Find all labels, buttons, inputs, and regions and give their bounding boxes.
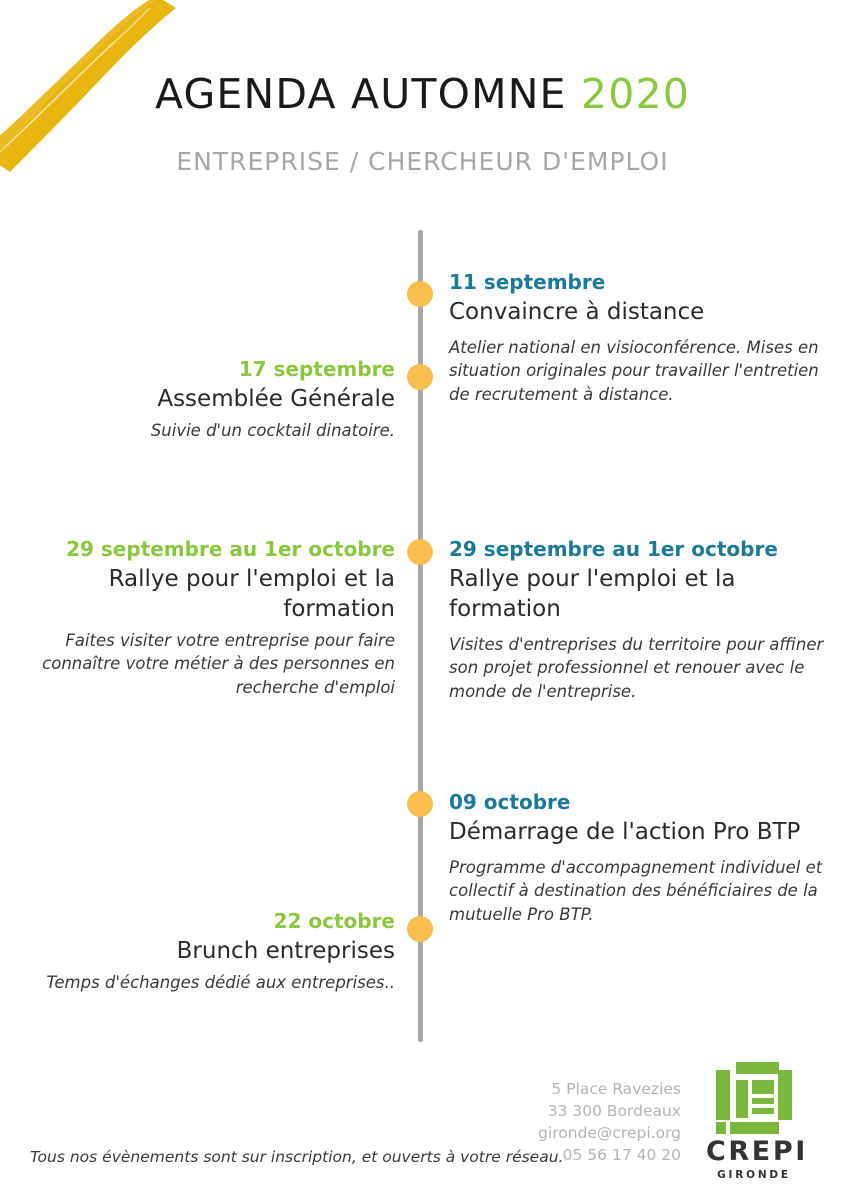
event-title: Assemblée Générale: [157, 386, 395, 412]
event-description: Atelier national en visioconférence. Mis…: [449, 337, 819, 404]
event-description: Temps d'échanges dédié aux entreprises..: [46, 972, 395, 992]
event-description: Programme d'accompagnement individuel et…: [449, 857, 823, 924]
event-description: Visites d'entreprises du territoire pour…: [449, 634, 824, 701]
event-title: Brunch entreprises: [176, 938, 395, 964]
event-description: Suivie d'un cocktail dinatoire.: [150, 420, 395, 440]
poster-header: AGENDA AUTOMNE 2020 ENTREPRISE / CHERCHE…: [0, 70, 845, 177]
timeline-dot: [407, 364, 433, 390]
timeline-spine: [418, 230, 423, 1042]
footer-note: Tous nos évènements sont sur inscription…: [30, 1148, 564, 1166]
timeline-dot: [407, 539, 433, 565]
event-date: 29 septembre au 1er octobre: [449, 537, 778, 561]
event-title: Rallye pour l'emploi et la formation: [108, 566, 395, 622]
page-title: AGENDA AUTOMNE 2020: [0, 70, 845, 118]
event-date: 17 septembre: [238, 357, 395, 381]
title-main-text: AGENDA AUTOMNE: [154, 70, 567, 118]
address-email[interactable]: gironde@crepi.org: [538, 1124, 681, 1142]
event-title: Démarrage de l'action Pro BTP: [449, 819, 801, 845]
event-title: Rallye pour l'emploi et la formation: [449, 566, 736, 622]
page-subtitle: ENTREPRISE / CHERCHEUR D'EMPLOI: [176, 147, 669, 177]
timeline-event: 29 septembre au 1er octobre Rallye pour …: [449, 537, 827, 703]
logo-subtext: GIRONDE: [717, 1169, 791, 1181]
timeline-event: 22 octobre Brunch entreprises Temps d'éc…: [18, 909, 395, 994]
address-street: 5 Place Ravezies: [551, 1080, 681, 1098]
address-city: 33 300 Bordeaux: [547, 1102, 681, 1120]
title-year-text: 2020: [580, 70, 691, 118]
timeline-event: 17 septembre Assemblée Générale Suivie d…: [18, 357, 395, 442]
crepi-gironde-logo: CREPI GIRONDE: [706, 1062, 808, 1181]
logo-wordmark: CREPI: [706, 1136, 808, 1167]
timeline-dot: [407, 791, 433, 817]
timeline-dot: [407, 916, 433, 942]
event-title: Convaincre à distance: [449, 299, 705, 325]
contact-address-block: 5 Place Ravezies 33 300 Bordeaux gironde…: [498, 1078, 681, 1166]
timeline-event: 09 octobre Démarrage de l'action Pro BTP…: [449, 790, 827, 926]
event-date: 22 octobre: [273, 909, 395, 933]
event-date: 29 septembre au 1er octobre: [66, 537, 395, 561]
event-date: 09 octobre: [449, 790, 571, 814]
timeline-event: 29 septembre au 1er octobre Rallye pour …: [18, 537, 395, 699]
crepi-logo-mark-icon: [716, 1062, 792, 1134]
event-description: Faites visiter votre entreprise pour fai…: [42, 630, 395, 697]
timeline-dot: [407, 281, 433, 307]
timeline-event: 11 septembre Convaincre à distance Ateli…: [449, 270, 827, 406]
address-phone[interactable]: 05 56 17 40 20: [562, 1146, 681, 1164]
event-date: 11 septembre: [449, 270, 606, 294]
